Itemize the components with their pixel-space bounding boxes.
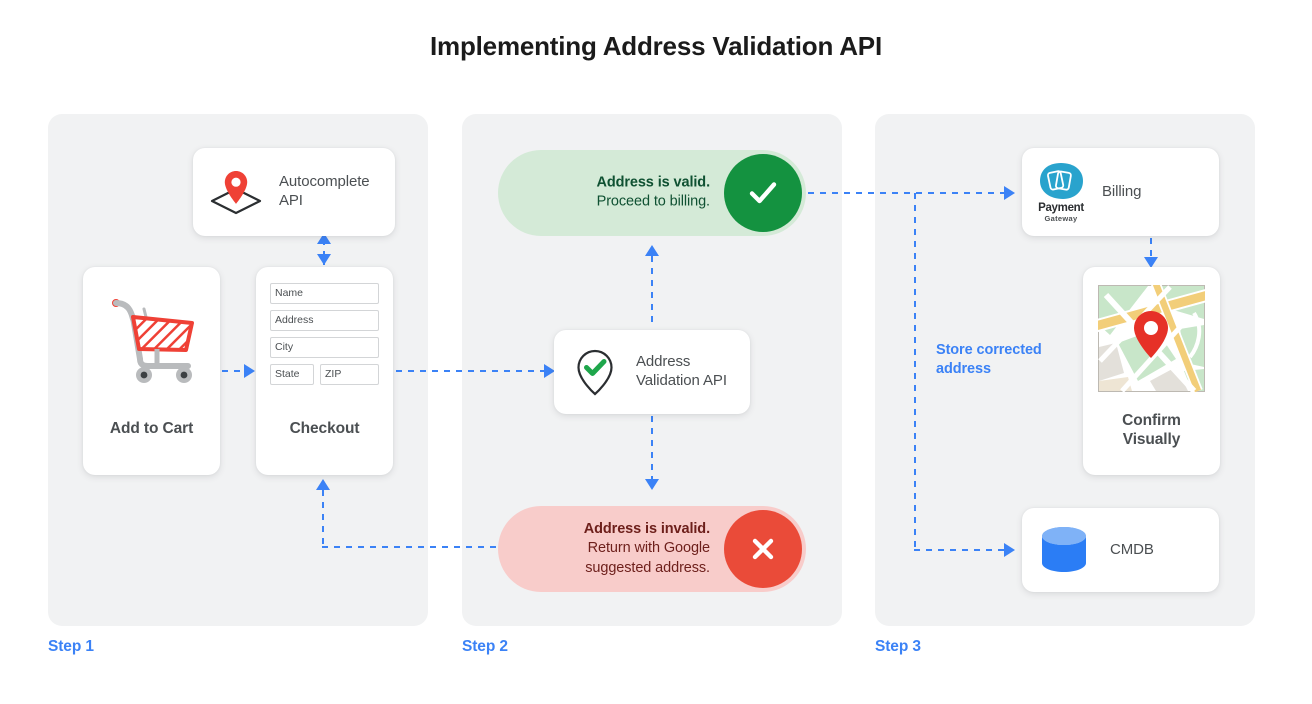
connector-cart-to-checkout-arrowhead [244, 364, 255, 378]
status-pill-valid[interactable]: Address is valid. Proceed to billing. [498, 150, 806, 236]
connector-invalid-return-arrowhead [316, 479, 330, 490]
map-thumbnail-icon [1083, 285, 1220, 392]
checkout-field-zip[interactable]: ZIP [320, 364, 379, 385]
connector-validation-to-valid [651, 256, 653, 328]
card-cmdb[interactable]: CMDB [1022, 508, 1219, 592]
status-pill-valid-text: Address is valid. Proceed to billing. [596, 174, 710, 213]
connector-validation-to-valid-arrowhead [645, 245, 659, 256]
check-icon [724, 154, 802, 232]
connector-validation-to-invalid [651, 416, 653, 480]
connector-billing-to-confirm-arrowhead [1144, 257, 1158, 268]
connector-valid-to-billing [808, 192, 1004, 194]
card-cmdb-label: CMDB [1110, 540, 1154, 558]
connector-validation-to-invalid-arrowhead [645, 479, 659, 490]
map-pin-check-icon [568, 345, 622, 399]
connector-checkout-to-validation [396, 370, 546, 372]
card-checkout-label: Checkout [289, 420, 360, 437]
checkout-field-name[interactable]: Name [270, 283, 379, 304]
connector-store-to-cmdb-arrowhead [1004, 543, 1015, 557]
status-pill-invalid-detail-line2: suggested address. [585, 559, 710, 576]
store-corrected-address-label: Store corrected address [936, 342, 1042, 378]
checkout-field-address[interactable]: Address [270, 310, 379, 331]
payment-gateway-logo-top: Payment [1038, 202, 1084, 214]
shopping-cart-icon [83, 287, 220, 391]
card-checkout[interactable]: Name Address City State ZIP Checkout [256, 267, 393, 475]
page-title: Implementing Address Validation API [430, 31, 882, 61]
status-pill-invalid-headline: Address is invalid. [583, 521, 710, 538]
status-pill-invalid[interactable]: Address is invalid. Return with Google s… [498, 506, 806, 592]
connector-store-branch-horizontal [914, 549, 1004, 551]
card-add-to-cart-label: Add to Cart [109, 420, 194, 437]
card-billing[interactable]: Payment Gateway Billing [1022, 148, 1219, 236]
status-pill-invalid-text: Address is invalid. Return with Google s… [584, 520, 710, 578]
connector-valid-to-billing-arrowhead [1004, 186, 1015, 200]
connector-checkout-autocomplete-arrowhead-down [317, 254, 331, 265]
step-label-2: Step 2 [462, 638, 508, 655]
connector-checkout-autocomplete-arrowhead-up [317, 233, 331, 244]
checkout-field-city[interactable]: City [270, 337, 379, 358]
payment-gateway-logo-bottom: Gateway [1044, 214, 1078, 223]
database-icon [1040, 525, 1088, 575]
checkout-form: Name Address City State ZIP [270, 283, 379, 385]
checkout-field-state[interactable]: State [270, 364, 314, 385]
connector-cart-to-checkout [222, 370, 244, 372]
connector-checkout-to-validation-arrowhead [544, 364, 555, 378]
connector-invalid-return-vertical [322, 490, 324, 547]
close-icon [724, 510, 802, 588]
checkout-field-row-state-zip: State ZIP [270, 364, 379, 385]
step-label-3: Step 3 [875, 638, 921, 655]
connector-billing-to-confirm [1150, 238, 1152, 260]
step-label-1: Step 1 [48, 638, 94, 655]
connector-checkout-autocomplete [323, 239, 325, 265]
status-pill-valid-detail: Proceed to billing. [596, 194, 710, 210]
connector-store-branch-vertical [914, 193, 916, 549]
status-pill-valid-headline: Address is valid. [596, 174, 710, 191]
map-pin-diamond-icon [207, 163, 265, 221]
connector-invalid-return-horizontal [322, 546, 502, 548]
payment-gateway-icon: Payment Gateway [1036, 161, 1086, 223]
status-pill-invalid-detail-line1: Return with Google [587, 540, 710, 557]
card-billing-label: Billing [1102, 182, 1142, 200]
card-add-to-cart[interactable]: Add to Cart [83, 267, 220, 475]
